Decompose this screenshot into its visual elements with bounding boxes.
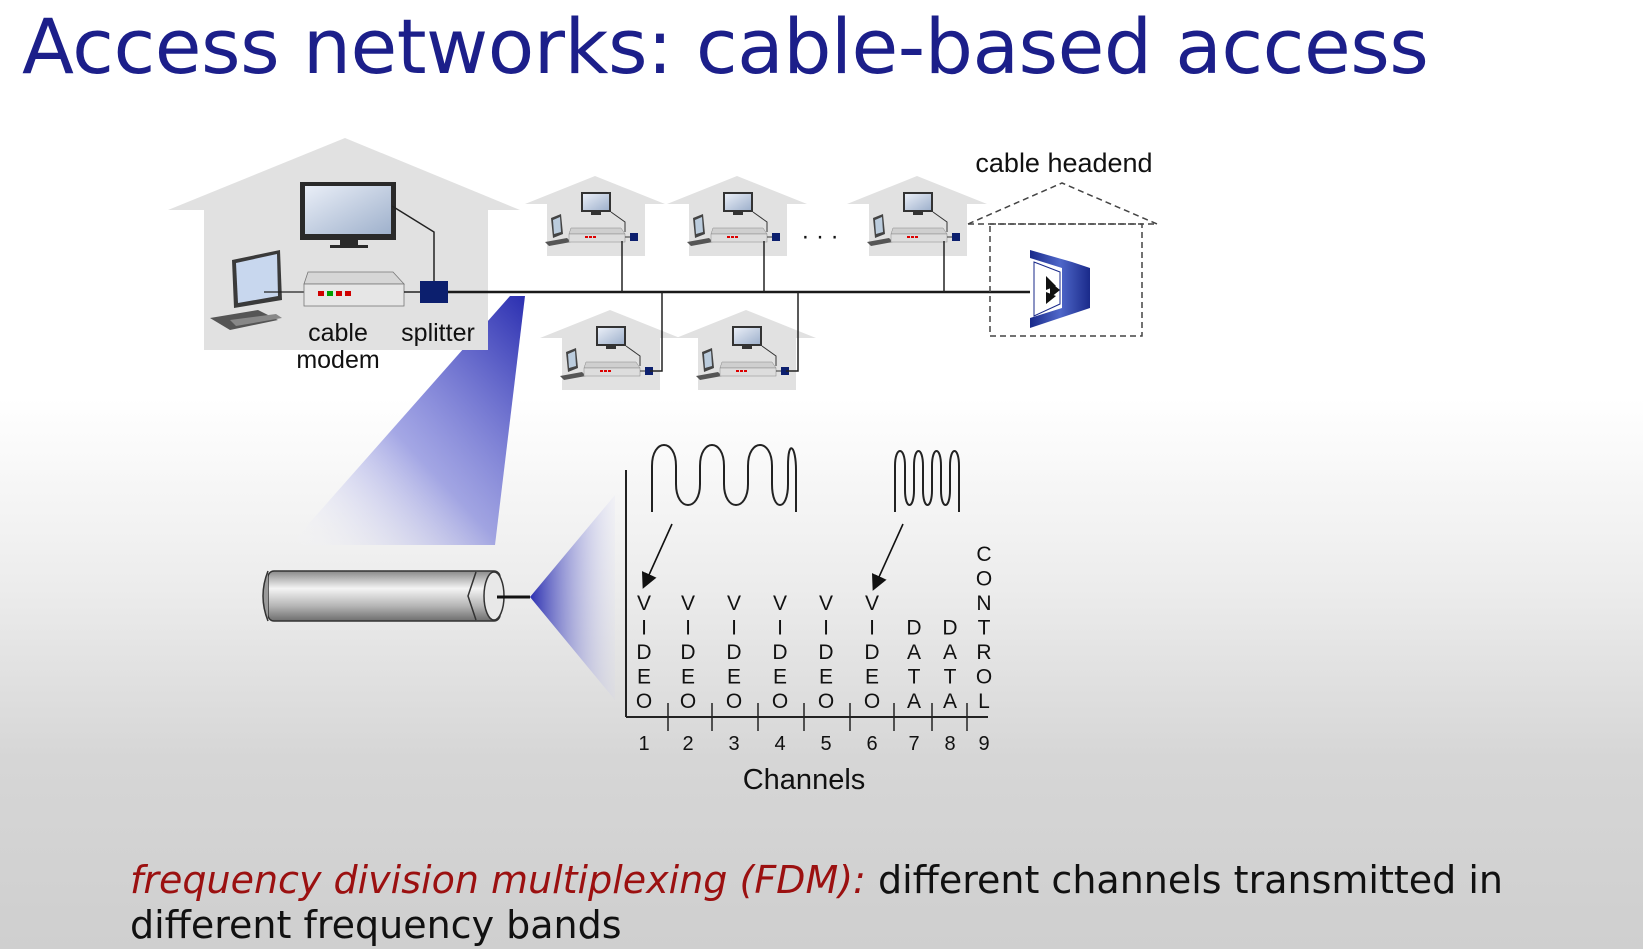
slide-title: Access networks: cable-based access bbox=[22, 2, 1429, 91]
channel-letter: D bbox=[726, 641, 741, 664]
channel-letter: D bbox=[636, 641, 651, 664]
channel-letter: V bbox=[865, 592, 879, 615]
channel-letter: E bbox=[865, 666, 879, 689]
data-arrow bbox=[871, 523, 904, 591]
channel-letter: D bbox=[906, 617, 921, 640]
channel-letter: D bbox=[864, 641, 879, 664]
channel-number: 9 bbox=[978, 733, 989, 755]
channel-letter: A bbox=[943, 690, 957, 713]
channel-letter: T bbox=[978, 617, 991, 640]
channel-letter: D bbox=[680, 641, 695, 664]
house-top-3 bbox=[846, 175, 988, 257]
computer-icon bbox=[210, 250, 282, 330]
splitter-icon bbox=[420, 281, 448, 303]
channel-letter: V bbox=[681, 592, 695, 615]
channel-letter: E bbox=[773, 666, 787, 689]
cable-headend-label: cable headend bbox=[975, 148, 1152, 178]
channel-letter: A bbox=[943, 641, 957, 664]
channel-letter: I bbox=[823, 617, 829, 640]
channel-letter: D bbox=[772, 641, 787, 664]
channel-letter: C bbox=[976, 543, 991, 566]
frequency-axes bbox=[625, 470, 988, 718]
channel-letter: O bbox=[818, 690, 834, 713]
coax-cable-icon bbox=[262, 570, 530, 622]
channel-letter: A bbox=[907, 641, 921, 664]
channel-letter: O bbox=[680, 690, 696, 713]
house-bottom-2 bbox=[675, 309, 817, 391]
channel-letter: D bbox=[818, 641, 833, 664]
channel-letter: O bbox=[976, 568, 992, 591]
channel-number: 8 bbox=[944, 733, 955, 755]
channel-number: 4 bbox=[774, 733, 785, 755]
headend-equipment-icon bbox=[1030, 250, 1090, 328]
channel-letter: I bbox=[685, 617, 691, 640]
video-waveform bbox=[651, 444, 797, 512]
channel-letter: T bbox=[944, 666, 957, 689]
channel-letter: N bbox=[976, 592, 991, 615]
channels-axis-label: Channels bbox=[743, 764, 866, 796]
channel-letter: V bbox=[727, 592, 741, 615]
channel-letter: R bbox=[976, 641, 991, 664]
channel-letter: T bbox=[908, 666, 921, 689]
fdm-description: different channels transmitted in differ… bbox=[130, 858, 1503, 947]
channel-number: 7 bbox=[908, 733, 919, 755]
house-bottom-1 bbox=[539, 309, 681, 391]
channel-letter: E bbox=[637, 666, 651, 689]
channel-letter: D bbox=[942, 617, 957, 640]
channel-number: 1 bbox=[638, 733, 649, 755]
channel-letter: I bbox=[641, 617, 647, 640]
channel-letter: A bbox=[907, 690, 921, 713]
channel-letter: I bbox=[777, 617, 783, 640]
channel-letter: V bbox=[819, 592, 833, 615]
channel-number: 6 bbox=[866, 733, 877, 755]
channel-letter: O bbox=[772, 690, 788, 713]
channel-letter: V bbox=[637, 592, 651, 615]
channel-letter: O bbox=[864, 690, 880, 713]
cable-headend bbox=[967, 182, 1158, 337]
main-house bbox=[168, 138, 520, 350]
channel-letter: I bbox=[869, 617, 875, 640]
channel-columns: VIDEO1VIDEO2VIDEO3VIDEO4VIDEO5VIDEO6DATA… bbox=[636, 543, 992, 755]
channel-letter: L bbox=[978, 690, 990, 713]
channel-letter: E bbox=[727, 666, 741, 689]
channel-letter: I bbox=[731, 617, 737, 640]
cable-modem-icon bbox=[303, 271, 405, 307]
channel-number: 5 bbox=[820, 733, 831, 755]
splitter-label: splitter bbox=[401, 319, 475, 347]
channel-number: 3 bbox=[728, 733, 739, 755]
spectrum-zoom-cone bbox=[530, 495, 615, 700]
channel-letter: V bbox=[773, 592, 787, 615]
data-waveform bbox=[894, 450, 960, 512]
tv-icon bbox=[300, 182, 396, 248]
cable-modem-label-2: modem bbox=[296, 346, 379, 374]
channel-letter: O bbox=[726, 690, 742, 713]
fdm-caption: frequency division multiplexing (FDM): d… bbox=[130, 858, 1610, 948]
cable-modem-label: cable bbox=[308, 319, 368, 347]
channel-letter: O bbox=[636, 690, 652, 713]
channel-letter: E bbox=[819, 666, 833, 689]
house-top-2 bbox=[666, 175, 808, 257]
channel-letter: E bbox=[681, 666, 695, 689]
video-arrow bbox=[641, 523, 673, 589]
fdm-term: frequency division multiplexing (FDM): bbox=[130, 858, 866, 902]
channel-letter: O bbox=[976, 666, 992, 689]
house-top-1 bbox=[524, 175, 666, 257]
channel-number: 2 bbox=[682, 733, 693, 755]
ellipsis-label: · · · bbox=[801, 223, 838, 250]
zoom-cone bbox=[290, 296, 525, 545]
